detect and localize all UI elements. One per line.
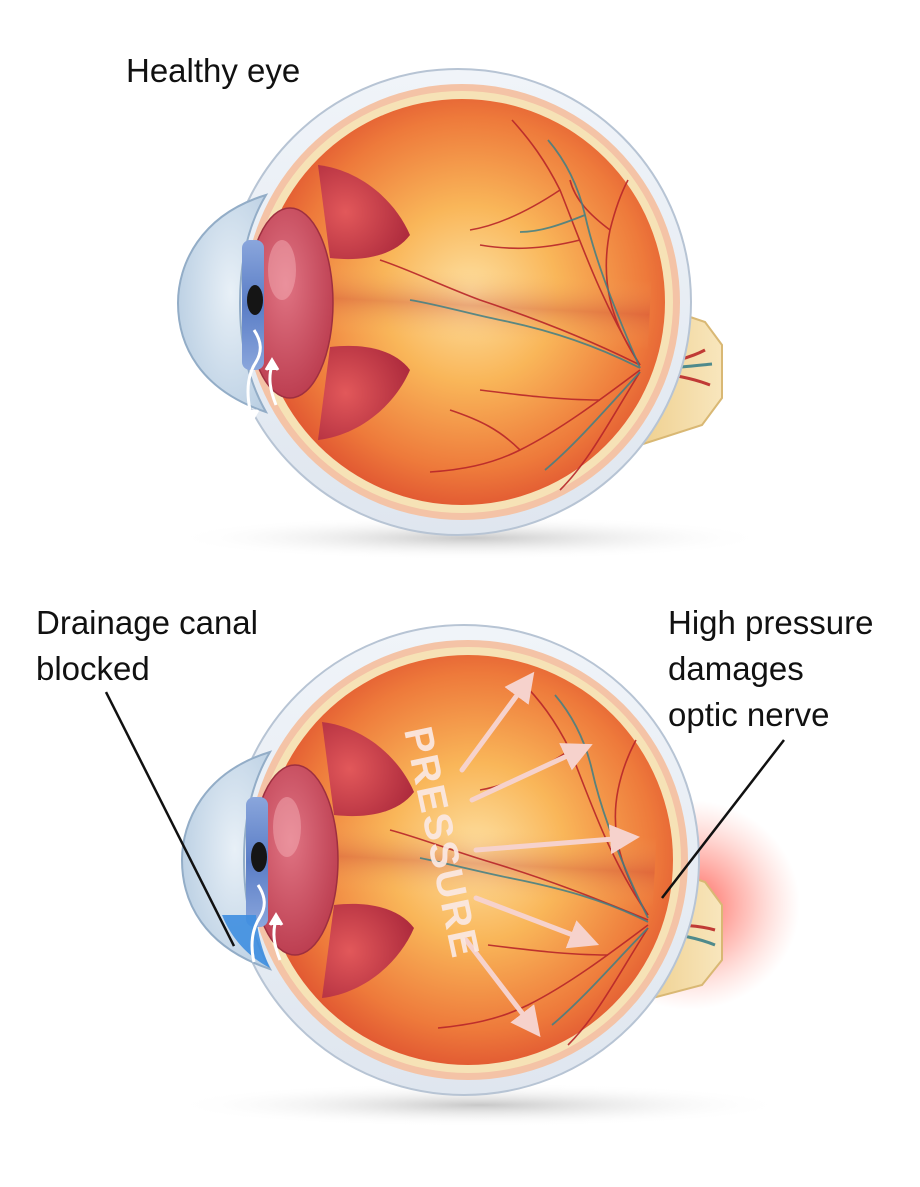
healthy-eye-shadow bbox=[170, 516, 770, 560]
pressure-arrow bbox=[459, 671, 535, 773]
high-pressure-label: High pressure damages optic nerve bbox=[668, 604, 874, 733]
retinal-vessels bbox=[379, 119, 641, 491]
pupil bbox=[247, 285, 263, 315]
drainage-canal-label: Drainage canal blocked bbox=[36, 604, 258, 687]
pressure-arrow bbox=[473, 824, 640, 855]
optic-nerve-leader-line bbox=[661, 739, 785, 899]
drainage-leader-line bbox=[104, 691, 236, 947]
pressure-arrow bbox=[469, 743, 593, 803]
healthy-eye-label: Healthy eye bbox=[126, 52, 301, 89]
pressure-arrow bbox=[473, 895, 600, 949]
pressure-arrow bbox=[463, 937, 541, 1038]
ciliary-body-lower bbox=[318, 345, 410, 440]
healthy-eye-illustration bbox=[170, 68, 770, 560]
blocked-drainage-canal bbox=[222, 915, 270, 968]
fluid-flow-arrows bbox=[246, 329, 280, 424]
glaucoma-eye-illustration: PRESSURE bbox=[104, 624, 800, 1127]
glaucoma-eye-shadow bbox=[170, 1083, 790, 1127]
ciliary-body-upper bbox=[318, 165, 410, 260]
pressure-arrows bbox=[459, 671, 640, 1038]
